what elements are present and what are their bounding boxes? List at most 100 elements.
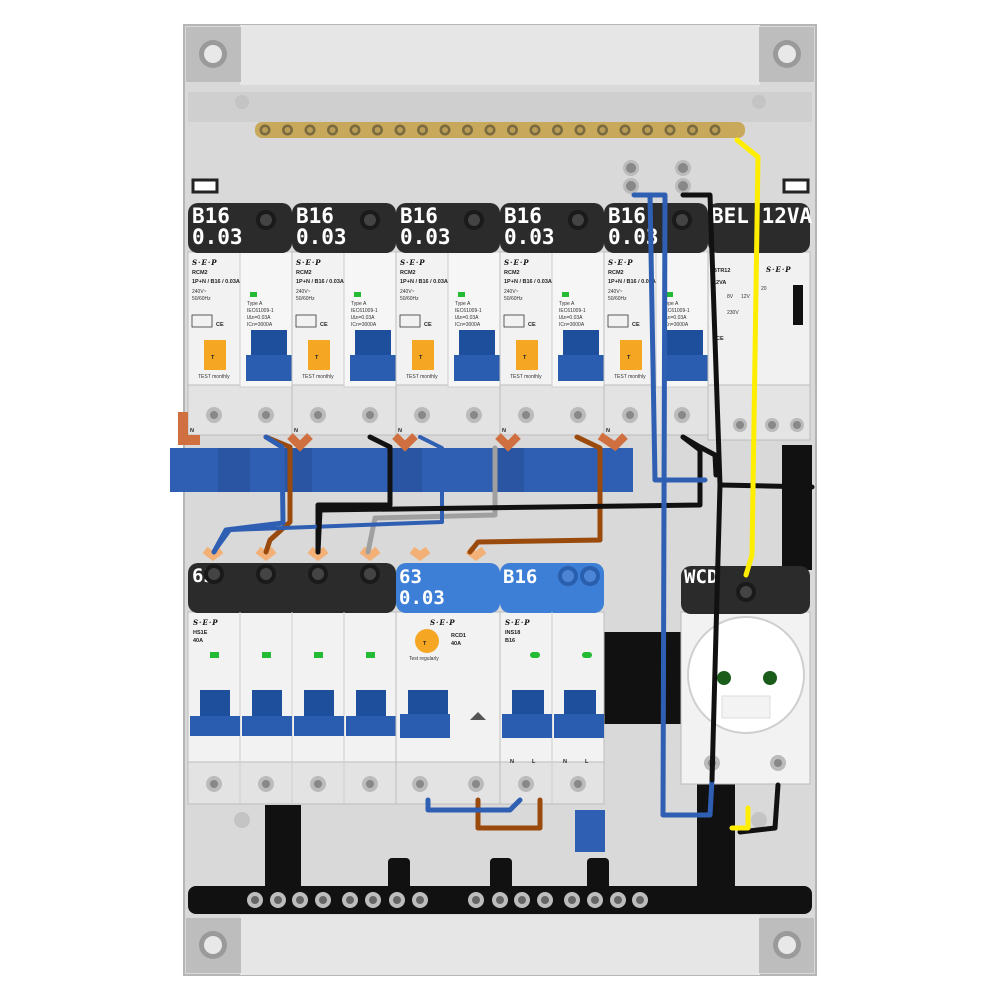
rcbo-idn: IΔn=0.03A [455,315,479,321]
rcbo-type: Type A [351,301,367,307]
terminal-screw-icon [389,892,405,908]
wire-black [717,482,815,490]
screw-icon [256,564,276,584]
neutral-busbar [188,780,812,914]
wire-brown [467,434,603,555]
test-button[interactable] [415,629,439,653]
cert-mark-icon [295,314,317,328]
terminal-screw-icon [342,892,358,908]
rcbo-type: Type A [663,301,679,307]
screw-icon [186,27,241,82]
screw-icon [672,210,692,230]
rcd-toggle[interactable] [400,690,450,738]
rcbo-idn: IΔn=0.03A [247,315,271,321]
busbar-screw-icon [417,124,428,136]
status-led [458,292,465,297]
busbar-screw-icon [462,124,473,136]
line-marker: L [585,759,589,765]
wire-yellow [734,137,761,578]
socket-module[interactable]: WCD [680,566,811,785]
busbar-screw-icon [709,124,721,136]
status-led [250,292,257,297]
switch-toggle[interactable] [346,690,396,736]
rcbo-icn: ICn=3000A [559,322,585,328]
wire-blue [212,435,444,554]
wire-black [737,782,781,835]
screw-icon [204,564,224,584]
screw-icon [186,918,241,973]
switch-toggle[interactable] [190,690,240,736]
rcd-label-rating: 63 [399,566,422,588]
cert-mark-icon [607,314,629,328]
terminal-screw-icon [365,892,381,908]
socket-cover [721,695,771,719]
status-led [262,652,271,658]
busbar-screw-icon [507,124,518,136]
rcbo-model: RCM2 [608,270,624,276]
terminal-screw-icon [412,776,428,792]
test-button[interactable] [620,340,642,370]
rcbo-icn: ICn=3000A [351,322,377,328]
mcb-model: INS18 [505,630,520,636]
breaker-toggle[interactable] [454,330,500,381]
cert-mark-icon [191,314,213,328]
rcd-test-instruction: Test regularly [409,656,439,662]
line-marker: L [532,759,536,765]
busbar-screw-icon [574,124,586,136]
breaker-toggle[interactable] [246,330,292,381]
busbar-screw-icon [282,124,293,136]
rcbo-idn: IΔn=0.03A [559,315,583,321]
rcbo-label-sensitivity: 0.03 [504,225,555,249]
terminal-screw-icon [362,776,378,792]
terminal-screw-icon [270,892,286,908]
screw-icon [360,564,380,584]
status-led [530,652,540,658]
wire-blue [425,797,523,813]
bell-switch[interactable] [793,285,803,325]
screw-icon [568,210,588,230]
test-button[interactable] [412,340,434,370]
bell-voltage-20: 20 [761,286,767,292]
rcbo-frequency: 50/60Hz [296,296,315,302]
rcbo-spec: 1P+N / B16 / 0.03A [192,279,240,285]
neutral-marker: N [606,428,610,434]
test-button-icon: T [419,355,423,361]
breaker-toggle[interactable] [502,690,552,738]
switch-toggle[interactable] [294,690,344,736]
test-button[interactable] [308,340,330,370]
screw-icon [360,210,380,230]
terminal-screw-icon [310,407,326,423]
terminal-screw-icon [468,892,484,908]
neutral-bar [170,448,633,492]
screw-icon [580,566,600,586]
cert-mark-icon [503,314,525,328]
warning-icon [470,712,486,720]
breaker-toggle[interactable] [554,690,604,738]
breaker-toggle[interactable] [662,330,708,381]
switch-toggle[interactable] [242,690,292,736]
rcbo-voltage: 240V~ [608,289,623,295]
test-button[interactable] [516,340,538,370]
brand-logo: S·E·P [193,618,219,627]
terminal-screw-icon [537,892,553,908]
test-button[interactable] [204,340,226,370]
breaker-toggle[interactable] [558,330,604,381]
brand-logo: S·E·P [192,258,218,267]
busbar-screw-icon [597,124,608,136]
rcbo-frequency: 50/60Hz [608,296,627,302]
status-led [354,292,361,297]
socket-pin-hole [763,671,777,685]
rcbo-model: RCM2 [296,270,312,276]
busbar-screw-icon [394,124,406,136]
test-button-icon: T [627,355,631,361]
wire-black [680,192,723,783]
breaker-toggle[interactable] [350,330,396,381]
